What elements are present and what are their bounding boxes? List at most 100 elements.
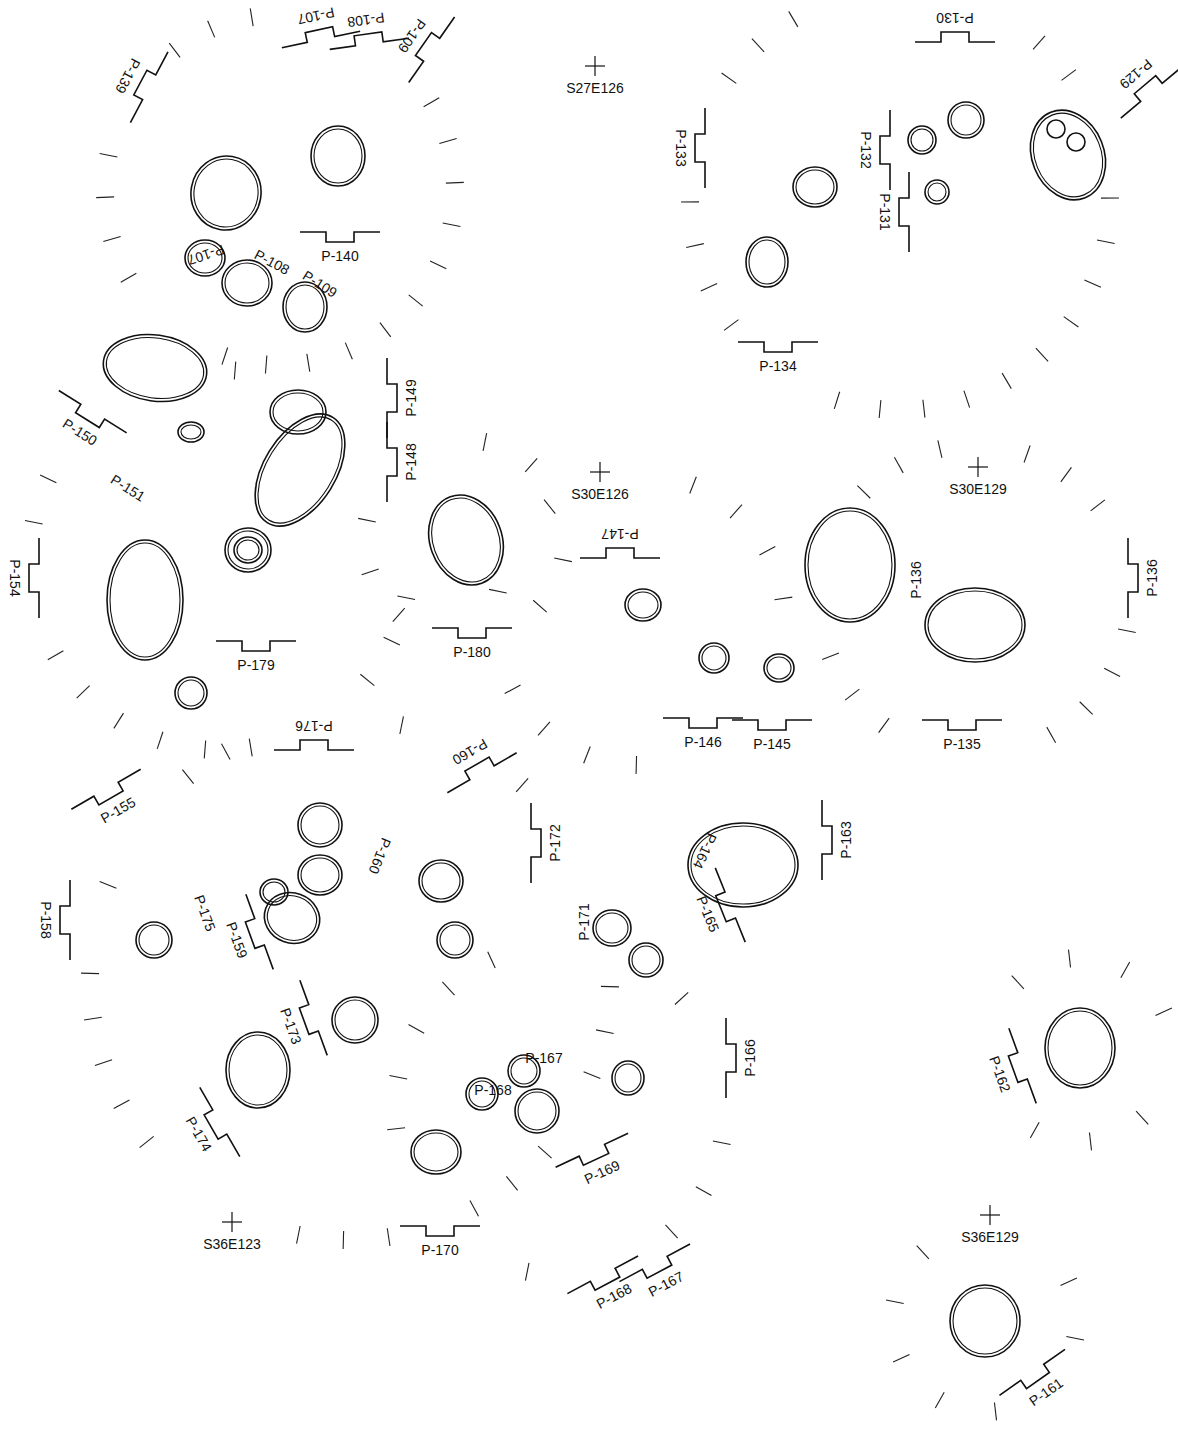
ray-dash: [690, 477, 697, 494]
posthole-feature: [136, 922, 172, 958]
profile-label: P-139: [113, 56, 143, 96]
ray-dash: [1136, 1111, 1148, 1124]
posthole-feature: [793, 167, 837, 207]
grid-cross: [585, 56, 605, 76]
posthole-feature: [908, 126, 936, 154]
grid-cross: [222, 1212, 242, 1232]
profile-label: P-167: [646, 1269, 686, 1299]
ray-dash: [360, 674, 374, 685]
ray-dash: [408, 1024, 424, 1033]
ray-dash: [964, 391, 970, 408]
posthole-feature: [107, 540, 183, 660]
profile-label: P-130: [936, 11, 973, 25]
posthole-feature: [411, 1130, 461, 1174]
profile-label: P-135: [943, 737, 980, 751]
ray-dash: [77, 686, 90, 698]
ray-dash: [1047, 727, 1056, 743]
posthole-feature: [1045, 1008, 1115, 1088]
ray-dash: [400, 716, 404, 734]
ray-dash: [554, 558, 572, 562]
ray-dash: [665, 1225, 677, 1238]
profile-label: P-150: [60, 416, 99, 448]
ray-dash: [1002, 373, 1011, 389]
ray-dash: [100, 153, 118, 157]
profile-symbol: [822, 800, 832, 880]
posthole-feature: [805, 508, 895, 622]
ray-dash: [1030, 1122, 1039, 1138]
ray-dash: [584, 1072, 601, 1079]
ray-dash: [204, 740, 205, 758]
ray-dash: [516, 778, 528, 791]
profile-label: P-154: [8, 559, 22, 596]
posthole-feature: [416, 484, 515, 595]
ray-dash: [1084, 280, 1101, 287]
posthole-feature: [178, 422, 204, 442]
ray-dash: [297, 1226, 301, 1244]
posthole-feature: [298, 855, 342, 895]
ray-dash: [249, 739, 252, 757]
ray-dash: [1024, 446, 1030, 463]
profile-markers: [29, 11, 1178, 1403]
ray-dash: [1061, 1278, 1077, 1285]
profile-label: P-169: [582, 1158, 622, 1186]
ray-dash: [681, 201, 699, 202]
ray-dash: [345, 343, 352, 360]
profile-symbol: [400, 1226, 480, 1236]
posthole-feature: [593, 910, 631, 946]
ray-dash: [140, 1136, 154, 1147]
posthole-feature: [225, 528, 271, 572]
ray-dash: [397, 596, 415, 600]
grid-point-label: S36E129: [961, 1230, 1019, 1244]
profile-symbol: [1128, 538, 1138, 618]
ray-dash: [1061, 70, 1075, 81]
profile-label: P-171: [577, 903, 591, 940]
ray-dash: [730, 505, 742, 518]
posthole-feature: [99, 328, 211, 408]
ray-dash: [1064, 317, 1079, 327]
posthole-feature: [419, 860, 463, 902]
profile-label: P-109: [300, 268, 339, 300]
profile-label: P-164: [691, 831, 719, 871]
posthole-feature: [226, 1032, 290, 1108]
ray-dash: [894, 457, 903, 473]
posthole-feature: [612, 1061, 644, 1095]
profile-symbol: [432, 628, 512, 638]
ray-dash: [857, 486, 870, 499]
ray-dash: [879, 718, 890, 733]
ray-dash: [48, 651, 64, 660]
ray-dash: [250, 8, 253, 26]
profile-symbol: [732, 720, 812, 730]
posthole-feature: [1067, 133, 1085, 151]
ray-dash: [834, 392, 839, 409]
ray-dash: [601, 986, 619, 988]
ray-dash: [103, 236, 120, 241]
ray-dash: [686, 244, 704, 248]
posthole-feature: [625, 589, 661, 621]
ray-dash: [96, 196, 114, 198]
profile-label: P-180: [453, 645, 490, 659]
ray-dash: [845, 689, 859, 700]
profile-label: P-108: [347, 10, 386, 29]
ray-dash: [675, 992, 688, 1004]
posthole-feature: [629, 943, 663, 977]
ray-dash: [95, 1060, 112, 1066]
ray-dash: [584, 747, 591, 764]
ray-dash: [358, 518, 376, 522]
ray-dash: [636, 756, 638, 774]
profile-label: P-168: [474, 1083, 511, 1097]
ray-dash: [935, 1392, 944, 1408]
profile-label: P-140: [321, 249, 358, 263]
features: [99, 99, 1119, 1357]
ray-dash: [759, 546, 775, 555]
ray-dash: [1097, 240, 1115, 244]
grid-cross: [980, 1205, 1000, 1225]
profile-symbol: [738, 342, 818, 352]
ray-dash: [1080, 702, 1093, 715]
ray-dash: [1061, 467, 1072, 482]
profile-symbol: [387, 358, 397, 438]
ray-dash: [208, 21, 215, 38]
profile-label: P-131: [878, 193, 892, 230]
profile-label: P-167: [525, 1051, 562, 1065]
ray-dash: [789, 11, 798, 27]
